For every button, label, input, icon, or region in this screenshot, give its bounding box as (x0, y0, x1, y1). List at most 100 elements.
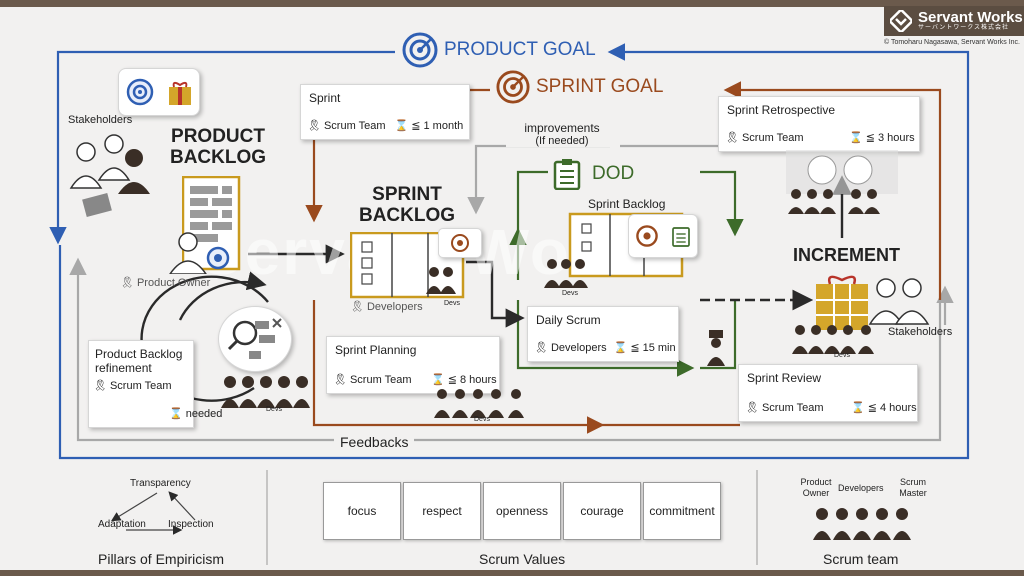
refinement-role-wrap: 🎗 Scrum Team (93, 379, 172, 393)
values-caption: Scrum Values (479, 551, 566, 567)
award-icon: 🎗 (93, 380, 107, 392)
increment-label: INCREMENT (793, 245, 900, 265)
sprint-backlog-line1: SPRINT (372, 184, 442, 205)
planning-team-icon (434, 389, 524, 418)
sprint-card-time: ≦ 1 month (411, 120, 464, 132)
stakeholders-people-icon (69, 134, 150, 218)
review-time: ≦ 4 hours (867, 402, 917, 414)
increment-devs-tag: Devs (834, 352, 850, 359)
planning-time-wrap: ⌛ ≦ 8 hours (431, 373, 497, 386)
team-caption: Scrum team (823, 551, 899, 567)
refinement-bubble (218, 306, 292, 372)
retrospective-team-icon (786, 150, 898, 214)
value-focus: focus (323, 482, 401, 540)
checklist-icon (672, 227, 690, 247)
copyright: © Tomoharu Nagasawa, Servant Works Inc. (883, 39, 1020, 46)
hourglass-icon: ⌛ (431, 374, 445, 386)
target-icon (451, 234, 469, 252)
team-role-sm: Scrum Master (899, 477, 927, 498)
servant-works-logo-icon (890, 10, 912, 32)
devs-tag-inner: Devs (562, 290, 578, 297)
checklist-icon (553, 159, 581, 190)
refinement-devs-tag: Devs (266, 406, 282, 413)
product-backlog-line2: BACKLOG (169, 147, 267, 168)
sprint-card-meta: 🎗 Scrum Team ⌛ ≦ 1 month (307, 119, 464, 133)
planning-role-wrap: 🎗 Scrum Team (333, 373, 412, 387)
sprint-goal: SPRINT GOAL (490, 70, 670, 104)
product-backlog-title: PRODUCT BACKLOG (166, 126, 270, 168)
target-icon (636, 225, 658, 247)
increment-stakeholders-icon (868, 278, 930, 325)
sprint-backlog-title: SPRINT BACKLOG (352, 184, 462, 226)
product-backlog-icon (182, 176, 241, 271)
retrospective-time-wrap: ⌛ ≦ 3 hours (849, 131, 915, 144)
hourglass-icon: ⌛ (849, 132, 863, 144)
review-title: Sprint Review (747, 371, 822, 385)
product-backlog-line1: PRODUCT (171, 126, 265, 147)
product-owner-icon (169, 232, 230, 274)
target-icon (496, 70, 530, 104)
refinement-role: Scrum Team (109, 379, 172, 392)
retrospective-role: Scrum Team (741, 131, 804, 144)
planning-devs-tag: Devs (474, 416, 490, 423)
sprint-goal-label: SPRINT GOAL (536, 76, 664, 97)
value-commitment: commitment (643, 482, 721, 540)
devs-tag: Devs (444, 300, 460, 307)
refinement-line1: Product Backlog (95, 347, 183, 361)
stakeholders-left-label: Stakeholders (68, 114, 133, 126)
sprint-card-role: Scrum Team (323, 119, 386, 132)
developers-role: 🎗 Developers (350, 300, 423, 314)
stakeholder-bubble (118, 68, 200, 116)
scrum-master-icon (707, 330, 725, 366)
daily-scrum-time: ≦ 15 min (630, 342, 676, 354)
pillars-caption: Pillars of Empiricism (98, 551, 225, 567)
retrospective-title: Sprint Retrospective (727, 103, 836, 117)
target-icon (126, 78, 153, 106)
sprint-backlog-inner-title: Sprint Backlog (588, 197, 666, 211)
dod: DOD (548, 158, 639, 190)
improvements-line1: improvements (524, 121, 600, 135)
product-goal-label: PRODUCT GOAL (444, 39, 596, 60)
product-goal: PRODUCT GOAL (396, 32, 602, 68)
refinement-card: Product Backlog refinement 🎗 Scrum Team … (88, 340, 222, 428)
refinement-line2: refinement (95, 361, 152, 375)
sprint-card: Sprint 🎗 Scrum Team ⌛ ≦ 1 month (300, 84, 470, 140)
value-respect: respect (403, 482, 481, 540)
product-owner-label: Product Owner (136, 276, 211, 289)
target-icon (402, 32, 438, 68)
retrospective-card: Sprint Retrospective 🎗 Scrum Team ⌛ ≦ 3 … (718, 96, 920, 152)
brand-logo: Servant Works サーバントワークス株式会社 (884, 6, 1024, 36)
top-bar (0, 0, 1024, 7)
retrospective-role-wrap: 🎗 Scrum Team (725, 131, 804, 145)
increment-stakeholders-label: Stakeholders (888, 326, 953, 338)
daily-scrum-meta: 🎗 Developers ⌛ ≦ 15 min (534, 341, 676, 355)
brand-sub: サーバントワークス株式会社 (918, 25, 1010, 31)
pillar-transparency: Transparency (130, 478, 191, 489)
daily-scrum-title: Daily Scrum (536, 313, 601, 327)
product-owner-role: 🎗 Product Owner (120, 276, 211, 290)
refinement-team-icon (221, 376, 310, 408)
dod-goal-bubble (628, 214, 698, 258)
review-role: Scrum Team (761, 401, 824, 414)
bottom-bar (0, 570, 1024, 576)
gift-icon (168, 81, 191, 105)
planning-time: ≦ 8 hours (447, 374, 497, 386)
increment-gift-icon (816, 275, 868, 330)
sprint-backlog-line2: BACKLOG (358, 205, 456, 226)
review-time-wrap: ⌛ ≦ 4 hours (851, 401, 917, 414)
hourglass-icon: ⌛ (394, 120, 409, 132)
team-role-devs: Developers (838, 483, 884, 493)
daily-scrum-role: Developers (550, 341, 607, 354)
refinement-time-wrap: ⌛ needed (169, 407, 222, 421)
hourglass-icon: ⌛ (851, 402, 865, 414)
magnifier-scissors-icon (227, 318, 282, 359)
hourglass-icon: ⌛ (613, 342, 628, 354)
review-role-wrap: 🎗 Scrum Team (745, 401, 824, 415)
feedbacks-label: Feedbacks (334, 434, 415, 450)
developers-label: Developers (366, 300, 423, 313)
increment-team-icon (792, 325, 874, 354)
value-openness: openness (483, 482, 561, 540)
award-icon: 🎗 (725, 132, 739, 144)
award-icon: 🎗 (120, 277, 134, 289)
award-icon: 🎗 (745, 402, 759, 414)
